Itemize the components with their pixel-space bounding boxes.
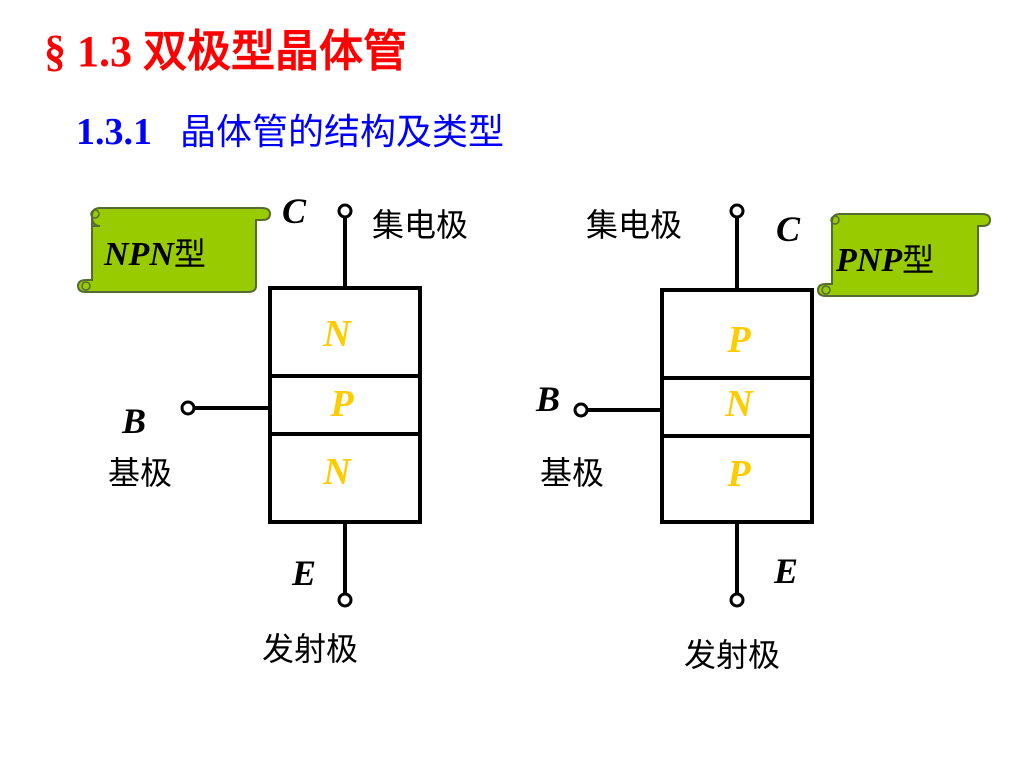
pnp-base-label: 基极	[540, 454, 605, 492]
npn-emitter-terminal	[337, 592, 353, 608]
pnp-base-region: N	[725, 383, 753, 425]
npn-base-terminal	[180, 400, 196, 416]
npn-collector-terminal	[337, 203, 353, 219]
pnp-emitter-region: P	[727, 453, 751, 495]
npn-structure	[180, 203, 422, 608]
pnp-collector-terminal	[729, 203, 745, 219]
npn-emitter-label: 发射极	[262, 630, 359, 668]
page-title: § 1.3 双极型晶体管	[44, 27, 407, 76]
pnp-base-terminal	[573, 402, 589, 418]
npn-collector-label: 集电极	[372, 206, 469, 244]
npn-base-region: P	[330, 383, 354, 425]
pnp-collector-label: 集电极	[586, 206, 683, 244]
pnp-type-suffix: 型	[902, 241, 935, 279]
npn-type-letters: NPN	[104, 236, 174, 273]
npn-collector-letter: C	[282, 191, 307, 231]
section-heading: 晶体管的结构及类型	[180, 112, 505, 153]
section-subtitle: 1.3.1 晶体管的结构及类型	[76, 104, 504, 161]
npn-type-label: NPN型	[104, 230, 206, 279]
npn-base-letter: B	[122, 401, 147, 441]
pnp-collector-region: P	[727, 319, 751, 361]
section-number: 1.3.1	[76, 111, 152, 153]
pnp-collector-letter: C	[776, 209, 801, 249]
pnp-structure	[573, 203, 814, 608]
pnp-scroll-badge	[816, 213, 992, 297]
npn-scroll-badge	[76, 207, 272, 293]
pnp-emitter-terminal	[729, 592, 745, 608]
npn-emitter-region: N	[323, 451, 351, 493]
pnp-emitter-label: 发射极	[684, 636, 781, 674]
npn-type-suffix: 型	[173, 235, 206, 273]
pnp-base-letter: B	[536, 379, 561, 419]
npn-base-label: 基极	[108, 454, 173, 492]
pnp-emitter-letter: E	[774, 551, 799, 591]
pnp-type-label: PNP型	[836, 236, 934, 285]
pnp-type-letters: PNP	[836, 242, 903, 279]
npn-emitter-letter: E	[292, 553, 317, 593]
npn-collector-region: N	[323, 313, 351, 355]
